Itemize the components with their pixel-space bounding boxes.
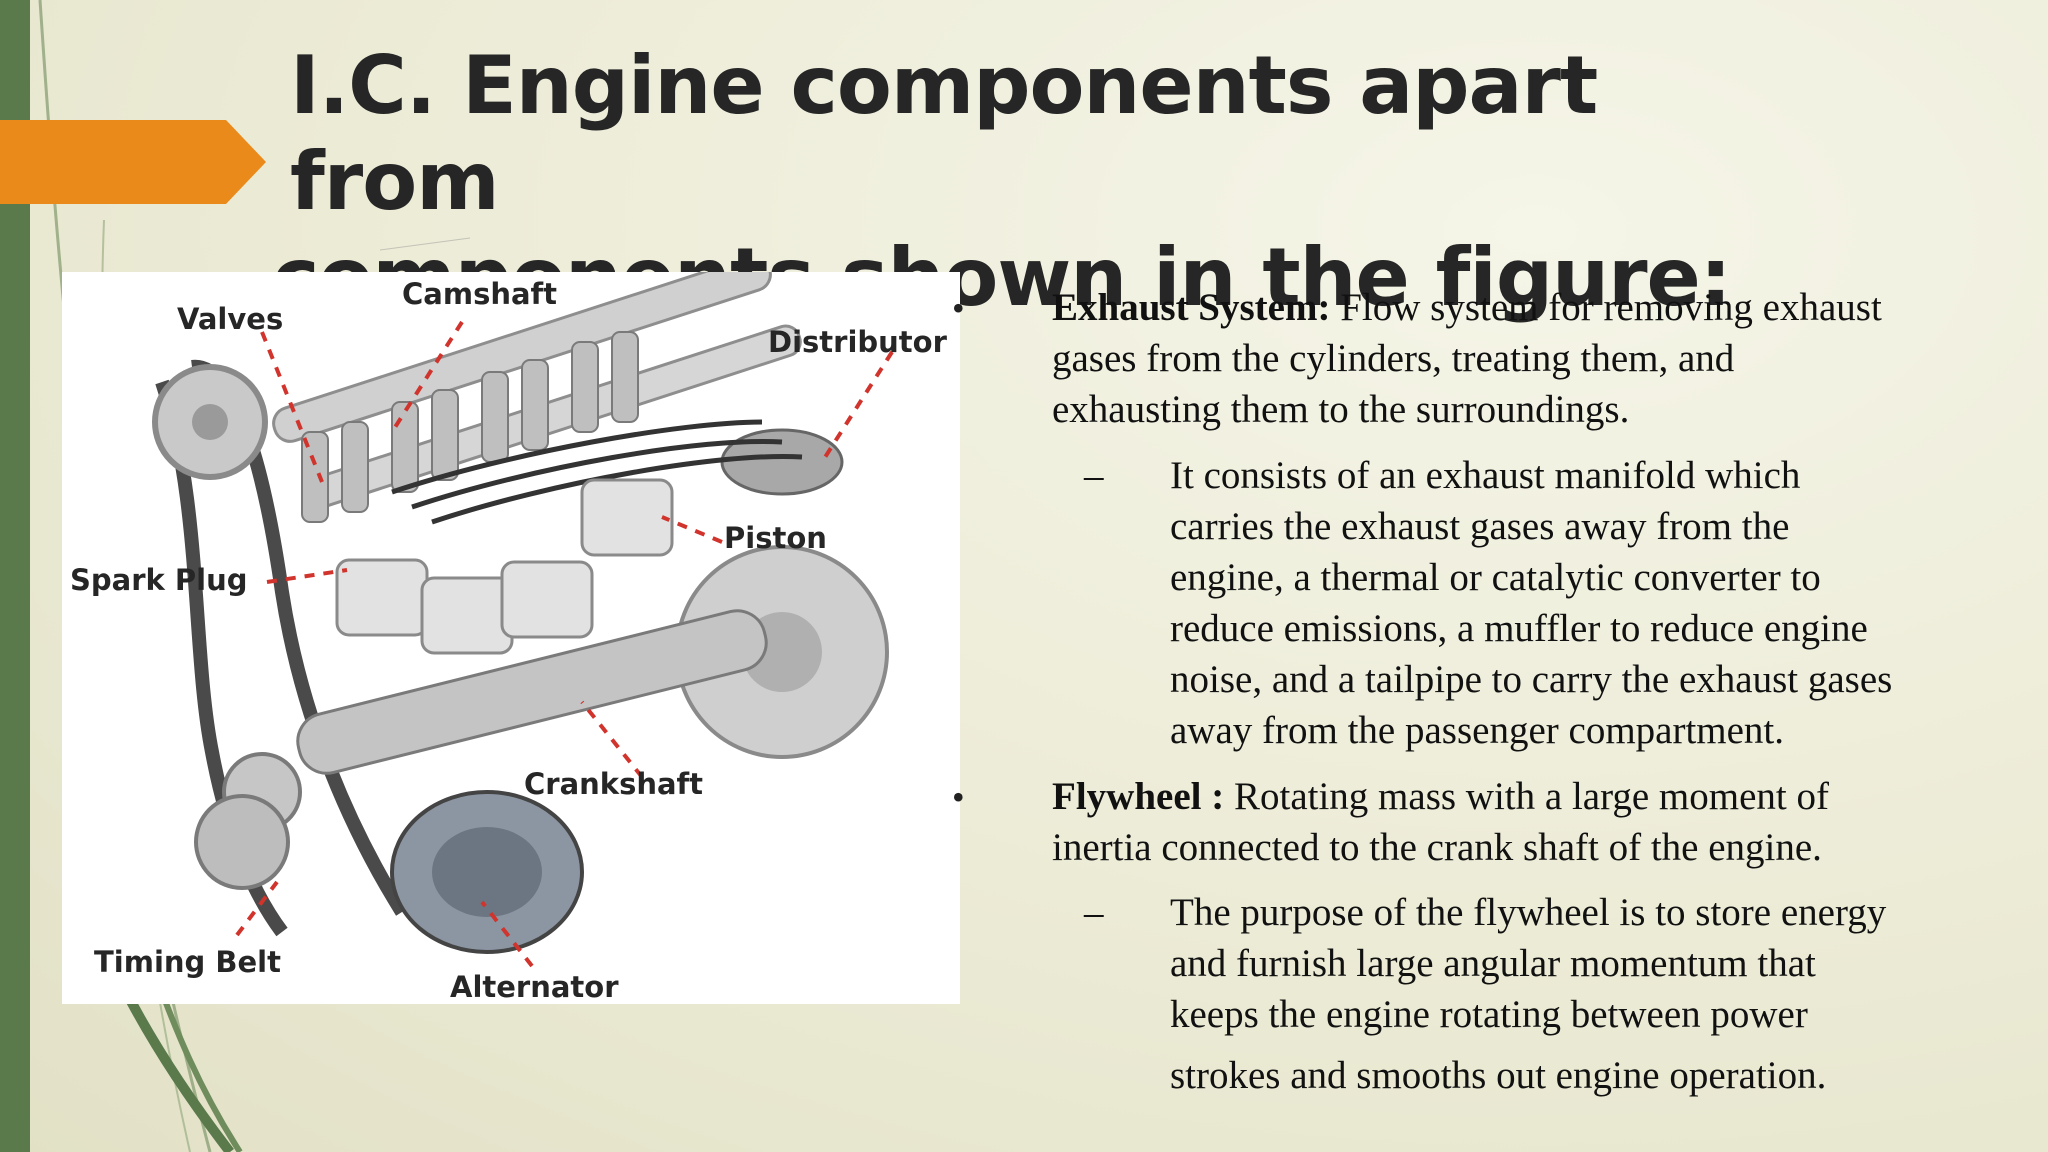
text-line: Rotating mass with a large moment of (1224, 775, 1829, 818)
label-timing-belt: Timing Belt (94, 945, 281, 979)
sub-exhaust-details: It consists of an exhaust manifold which… (1170, 450, 1990, 756)
text-line: reduce emissions, a muffler to reduce en… (1170, 607, 1868, 650)
text-line: The purpose of the flywheel is to store … (1170, 891, 1887, 934)
text-line: keeps the engine rotating between power (1170, 993, 1808, 1036)
engine-diagram: Valves Camshaft Distributor Piston Spark… (62, 272, 960, 1004)
text-line: noise, and a tailpipe to carry the exhau… (1170, 658, 1893, 701)
bullet-exhaust-system: Exhaust System: Flow system for removing… (1052, 282, 1992, 435)
text-line: inertia connected to the crank shaft of … (1052, 826, 1822, 869)
label-distributor: Distributor (768, 325, 948, 359)
text-line: away from the passenger compartment. (1170, 709, 1785, 752)
bullet-marker: • (952, 777, 965, 817)
term-flywheel: Flywheel : (1052, 775, 1225, 818)
sub-flywheel-details: The purpose of the flywheel is to store … (1170, 887, 1990, 1101)
dash-marker: – (1084, 891, 1104, 934)
text-line: exhausting them to the surroundings. (1052, 388, 1630, 431)
text-line: engine, a thermal or catalytic converter… (1170, 556, 1821, 599)
label-spark-plug: Spark Plug (70, 563, 248, 597)
dash-marker: – (1084, 454, 1104, 497)
text-line: and furnish large angular momentum that (1170, 942, 1816, 985)
text-line: gases from the cylinders, treating them,… (1052, 337, 1735, 380)
title-line-1: I.C. Engine components apart from (290, 39, 1598, 228)
bullet-flywheel: Flywheel : Rotating mass with a large mo… (1052, 771, 1992, 873)
text-line: Flow system for removing exhaust (1330, 286, 1882, 329)
engine-illustration: Valves Camshaft Distributor Piston Spark… (70, 272, 948, 1004)
text-line: carries the exhaust gases away from the (1170, 505, 1790, 548)
label-alternator: Alternator (450, 970, 619, 1004)
label-piston: Piston (724, 521, 827, 555)
orange-arrow-accent (0, 120, 266, 204)
text-line: strokes and smooths out engine operation… (1170, 1054, 1827, 1097)
label-crankshaft: Crankshaft (524, 767, 703, 801)
label-camshaft: Camshaft (402, 277, 557, 311)
label-valves: Valves (177, 302, 283, 336)
bullet-marker: • (952, 288, 965, 328)
term-exhaust-system: Exhaust System: (1052, 286, 1331, 329)
text-line: It consists of an exhaust manifold which (1170, 454, 1801, 497)
